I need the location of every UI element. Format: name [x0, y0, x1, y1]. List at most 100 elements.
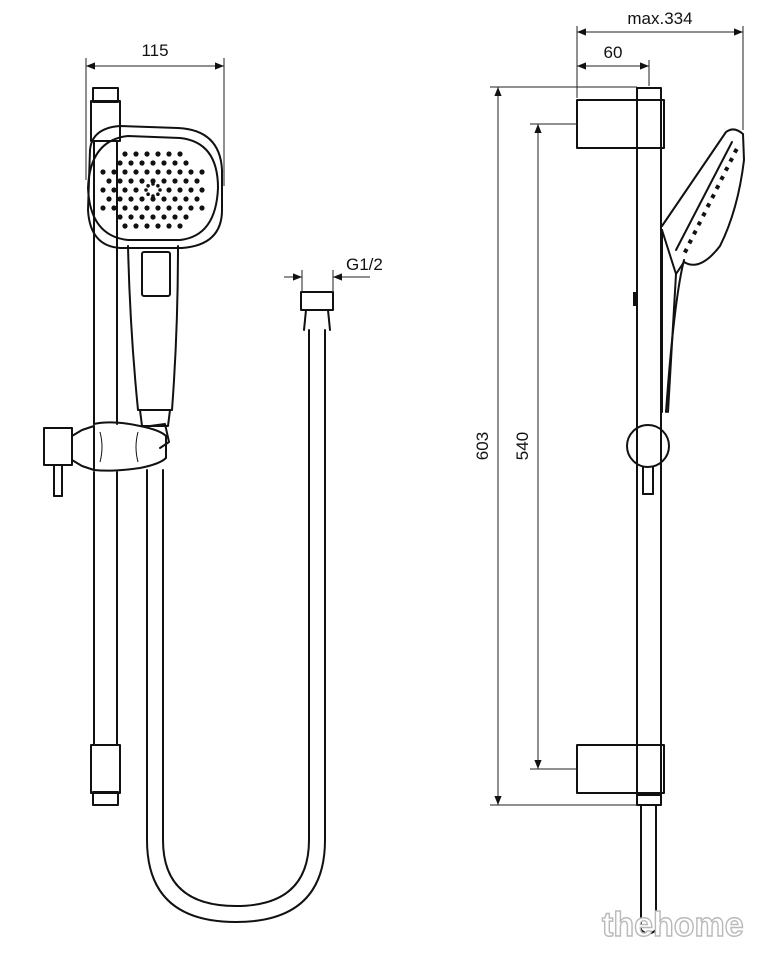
nozzle-dot — [117, 214, 123, 220]
nozzle-dot — [122, 205, 128, 211]
side-rail — [576, 87, 665, 935]
side-nozzle — [728, 157, 734, 163]
nozzle-dot — [106, 178, 112, 184]
side-nozzle — [733, 148, 739, 154]
nozzle-dot — [177, 223, 183, 229]
nozzle-dot — [139, 178, 145, 184]
nozzle-dot — [128, 196, 134, 202]
nozzle-dot — [166, 169, 172, 175]
watermark-logo: thehome — [602, 906, 744, 944]
nozzle-dot — [133, 187, 139, 193]
dimension-bracket-spacing-label: 540 — [513, 432, 532, 460]
nozzle-dot — [139, 160, 145, 166]
nozzle-dot — [156, 184, 160, 188]
dimension-max-projection-label: max.334 — [627, 9, 692, 28]
nozzle-dot — [199, 205, 205, 211]
side-nozzle — [701, 211, 707, 218]
nozzle-dot — [194, 196, 200, 202]
side-nozzle — [723, 166, 730, 172]
side-nozzle — [710, 193, 716, 199]
side-nozzle — [692, 229, 698, 236]
dimension-width: 115 — [85, 41, 225, 186]
dimension-total-height: 603 — [473, 86, 637, 806]
nozzle-dot — [161, 178, 167, 184]
nozzle-dot — [188, 187, 194, 193]
nozzle-dot — [194, 178, 200, 184]
nozzle-dot — [122, 187, 128, 193]
nozzle-dot — [188, 205, 194, 211]
shower-head-nozzles — [100, 151, 205, 229]
nozzle-dot — [144, 151, 150, 157]
nozzle-dot — [128, 214, 134, 220]
nozzle-dot — [100, 169, 106, 175]
nozzle-dot — [133, 205, 139, 211]
nozzle-dot — [146, 192, 150, 196]
nozzle-dot — [172, 214, 178, 220]
nozzle-dot — [177, 151, 183, 157]
nozzle-dot — [144, 223, 150, 229]
nozzle-dot — [122, 151, 128, 157]
nozzle-dot — [199, 187, 205, 193]
side-slider-holder — [626, 424, 670, 495]
nozzle-dot — [100, 187, 106, 193]
side-shower-head — [661, 128, 745, 413]
nozzle-dot — [166, 187, 172, 193]
nozzle-dot — [183, 196, 189, 202]
nozzle-dot — [155, 169, 161, 175]
nozzle-dot — [146, 184, 150, 188]
side-nozzle — [696, 220, 703, 227]
nozzle-dot — [172, 178, 178, 184]
nozzle-dot — [183, 214, 189, 220]
nozzle-dot — [172, 160, 178, 166]
nozzle-dot — [128, 160, 134, 166]
front-slider-holder — [43, 421, 170, 497]
side-nozzle — [705, 202, 712, 208]
nozzle-dot — [183, 178, 189, 184]
nozzle-dot — [177, 205, 183, 211]
nozzle-dot — [161, 196, 167, 202]
nozzle-dot — [177, 169, 183, 175]
nozzle-dot — [155, 223, 161, 229]
nozzle-dot — [139, 214, 145, 220]
side-nozzle — [714, 184, 721, 190]
nozzle-dot — [150, 178, 156, 184]
nozzle-dot — [161, 160, 167, 166]
front-shower-head — [87, 125, 223, 249]
nozzle-dot — [156, 192, 160, 196]
nozzle-dot — [117, 196, 123, 202]
nozzle-dot — [199, 169, 205, 175]
dimension-thread: G1/2 — [284, 255, 383, 292]
nozzle-dot — [155, 205, 161, 211]
nozzle-dot — [111, 205, 117, 211]
dimension-thread-label: G1/2 — [346, 255, 383, 274]
nozzle-dot — [155, 151, 161, 157]
nozzle-dot — [150, 196, 156, 202]
nozzle-dot — [122, 223, 128, 229]
side-nozzle — [683, 247, 689, 254]
nozzle-dot — [150, 214, 156, 220]
nozzle-dot — [151, 194, 155, 198]
dimension-total-height-label: 603 — [473, 432, 492, 460]
nozzle-dot — [161, 214, 167, 220]
dimension-wall-distance: 60 — [577, 43, 650, 86]
side-view — [576, 87, 745, 935]
nozzle-dot — [100, 205, 106, 211]
hose — [146, 291, 334, 923]
nozzle-dot — [133, 151, 139, 157]
nozzle-dot — [144, 188, 148, 192]
nozzle-dot — [188, 169, 194, 175]
side-nozzle — [719, 175, 725, 181]
nozzle-dot — [151, 182, 155, 186]
nozzle-dot — [139, 196, 145, 202]
nozzle-dot — [122, 169, 128, 175]
nozzle-dot — [133, 223, 139, 229]
nozzle-dot — [177, 187, 183, 193]
nozzle-dot — [111, 187, 117, 193]
dimension-width-label: 115 — [141, 41, 168, 60]
front-rail — [90, 87, 121, 806]
nozzle-dot — [133, 169, 139, 175]
side-nozzle — [687, 238, 693, 245]
dimension-bracket-spacing: 540 — [513, 123, 577, 770]
nozzle-dot — [128, 178, 134, 184]
